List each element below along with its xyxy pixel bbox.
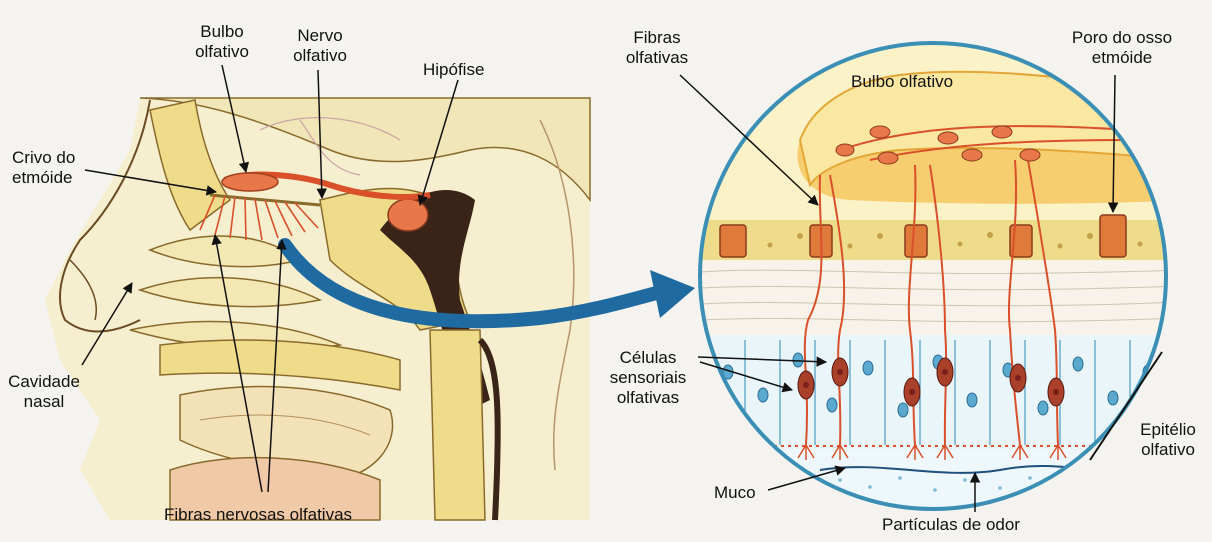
label-fibras-nervosas-olfativas: Fibras nervosas olfativas [164,505,352,525]
label-particulas-odor: Partículas de odor [882,515,1020,535]
label-muco: Muco [714,483,756,503]
label-line: Cavidade [4,372,84,392]
label-line: nasal [4,392,84,412]
label-line: Fibras [616,28,698,48]
label-crivo-etmoide: Crivo do etmóide [12,148,75,188]
label-line: Poro do osso [1056,28,1188,48]
label-cavidade-nasal: Cavidade nasal [4,372,84,412]
head-section [45,98,590,520]
label-line: olfativas [604,388,692,408]
label-line: olfativo [281,46,359,66]
label-line: Células [604,348,692,368]
label-line: Bulbo [186,22,258,42]
label-bulbo-olfativo-left: Bulbo olfativo [186,22,258,62]
label-epitelio-olfativo: Epitélio olfativo [1130,420,1206,460]
label-line: olfativas [616,48,698,68]
label-fibras-olfativas: Fibras olfativas [616,28,698,68]
label-line: olfativo [1130,440,1206,460]
label-line: etmóide [1056,48,1188,68]
label-hipofise: Hipófise [423,60,484,80]
label-celulas-sensoriais-olfativas: Células sensoriais olfativas [604,348,692,408]
label-bulbo-olfativo-right: Bulbo olfativo [851,72,953,92]
label-line: olfativo [186,42,258,62]
label-line: Nervo [281,26,359,46]
label-poro-osso-etmoide: Poro do osso etmóide [1056,28,1188,68]
label-line: etmóide [12,168,75,188]
label-line: Crivo do [12,148,75,168]
label-nervo-olfativo: Nervo olfativo [281,26,359,66]
label-line: Epitélio [1130,420,1206,440]
label-line: sensoriais [604,368,692,388]
